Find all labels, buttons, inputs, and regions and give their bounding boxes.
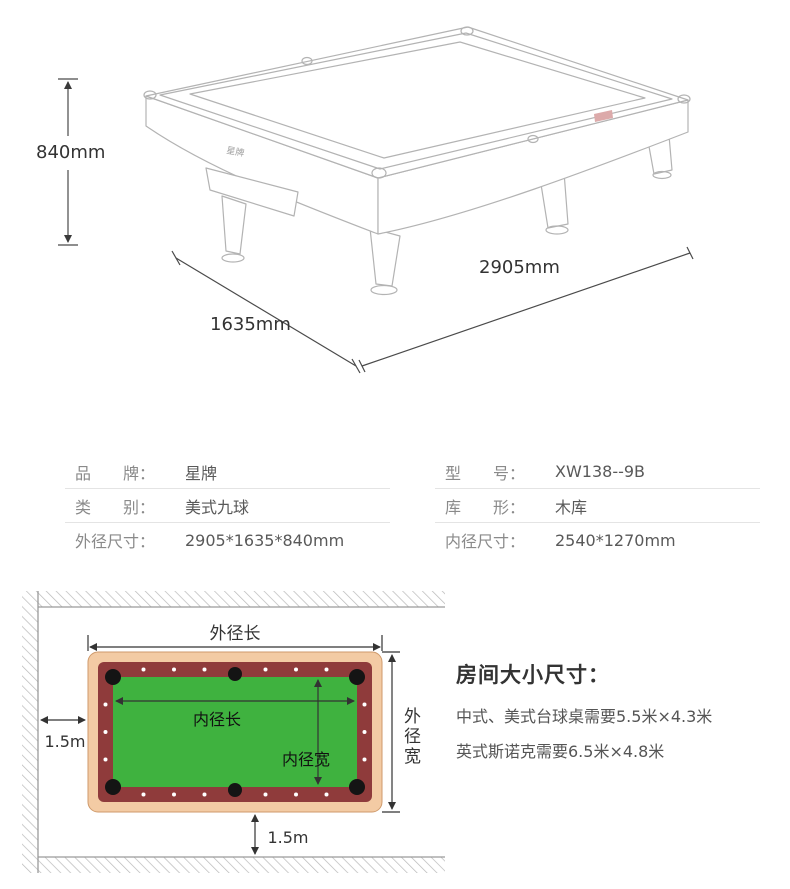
- height-dimension-line: [58, 78, 78, 246]
- room-walls: [22, 591, 445, 873]
- spec-column-left: 品 牌： 星牌 类 别： 美式九球 外径尺寸： 2905*1635*840mm: [65, 455, 390, 557]
- height-dimension-label: 840mm: [36, 142, 106, 163]
- room-diagram-section: 外径长 内径长 内径宽 外径宽 1.5m 1.5m 房间大小尺寸： 中式、美式台…: [0, 585, 790, 889]
- leg-foot: [221, 253, 245, 263]
- spec-row-inner-size: 内径尺寸： 2540*1270mm: [435, 523, 760, 557]
- table-leg: [221, 195, 247, 255]
- bottom-wall: [38, 857, 445, 873]
- spec-value: 2540*1270mm: [555, 530, 676, 550]
- depth-dimension-label: 1635mm: [210, 314, 291, 335]
- ball-return-tray: [205, 167, 299, 217]
- pockets: [105, 667, 365, 797]
- spec-row-category: 类 别： 美式九球: [65, 489, 390, 523]
- pocket-openings: [143, 26, 691, 179]
- leg-foot: [545, 225, 569, 235]
- spec-label: 外径尺寸：: [75, 532, 156, 551]
- length-dimension-label: 2905mm: [479, 257, 560, 278]
- inner-length-label: 内径长: [192, 710, 241, 729]
- spec-label: 库 形：: [445, 497, 526, 517]
- spec-value: 木库: [555, 497, 588, 517]
- bottom-clearance-label: 1.5m: [267, 828, 309, 847]
- outer-length-label: 外径长: [209, 624, 261, 644]
- spec-column-right: 型 号： XW138--9B 库 形： 木库 内径尺寸： 2540*1270mm: [435, 455, 760, 557]
- table-leg: [369, 227, 401, 287]
- room-diagram: [22, 591, 445, 873]
- felt-edge-line: [189, 41, 646, 159]
- spec-row-brand: 品 牌： 星牌: [65, 455, 390, 489]
- rail-diamonds: [103, 667, 367, 797]
- room-size-title: 房间大小尺寸：: [456, 663, 610, 687]
- table-illustration-section: 星牌 8: [36, 26, 694, 374]
- leg-foot: [370, 284, 398, 296]
- spec-value: 2905*1635*840mm: [185, 530, 345, 550]
- spec-value: XW138--9B: [555, 462, 646, 481]
- left-clearance-label: 1.5m: [44, 732, 86, 751]
- pool-table-body: [143, 26, 691, 296]
- spec-value: 星牌: [185, 463, 218, 483]
- spec-label: 类 别：: [75, 497, 156, 517]
- top-wall: [38, 591, 445, 607]
- spec-row-outer-size: 外径尺寸： 2905*1635*840mm: [65, 523, 390, 557]
- spec-row-cushion: 库 形： 木库: [435, 489, 760, 523]
- spec-table: 品 牌： 星牌 类 别： 美式九球 外径尺寸： 2905*1635*840mm …: [0, 455, 790, 560]
- pool-table-line-drawing: 星牌: [58, 26, 694, 374]
- brand-logo-plate: [594, 110, 613, 122]
- inner-width-label: 内径宽: [281, 750, 330, 769]
- brand-mark-text: 星牌: [225, 144, 245, 159]
- outer-length-arrow: [87, 635, 383, 651]
- depth-dimension-line: [171, 250, 361, 374]
- room-size-line-pool: 中式、美式台球桌需要5.5米×4.3米: [456, 707, 713, 726]
- table-apron-right: [377, 99, 689, 235]
- spec-label: 内径尺寸：: [445, 532, 526, 551]
- length-dimension-line: [358, 246, 694, 373]
- table-top-view: [87, 651, 383, 813]
- spec-value: 美式九球: [185, 497, 250, 517]
- spec-label: 品 牌：: [75, 463, 156, 483]
- leg-foot: [652, 170, 672, 180]
- left-wall: [22, 591, 38, 873]
- outer-width-arrow: [382, 651, 400, 813]
- room-size-info: 房间大小尺寸： 中式、美式台球桌需要5.5米×4.3米 英式斯诺克需要6.5米×…: [456, 659, 786, 765]
- spec-label: 型 号：: [445, 463, 526, 483]
- rail-inner-line: [159, 32, 673, 170]
- outer-width-label: 外径宽: [400, 707, 420, 767]
- table-felt: [113, 677, 357, 787]
- room-size-line-snooker: 英式斯诺克需要6.5米×4.8米: [456, 742, 665, 761]
- spec-row-model: 型 号： XW138--9B: [435, 455, 760, 489]
- table-top-rim: [145, 26, 689, 179]
